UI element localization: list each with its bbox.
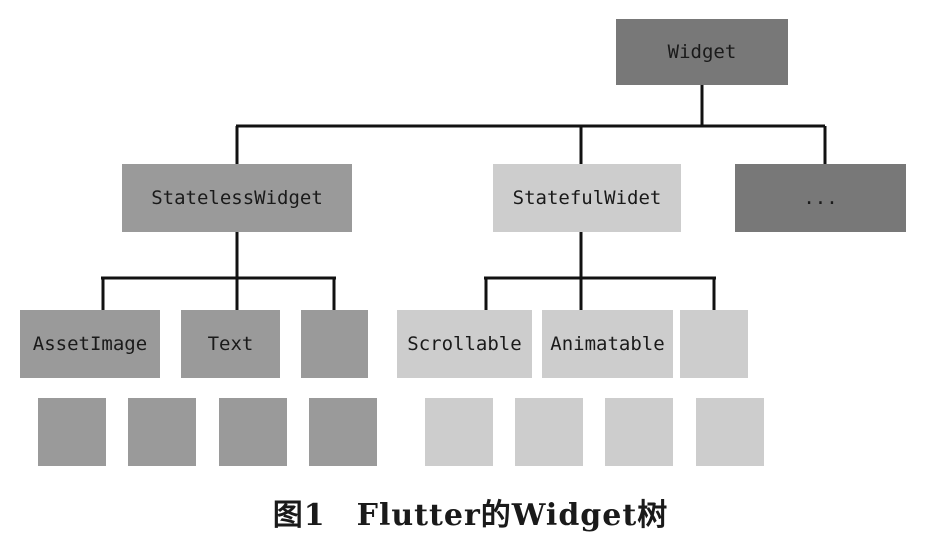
node-widget: Widget (616, 19, 788, 85)
node-stateful-widget-label: StatefulWidet (512, 187, 662, 209)
node-animatable: Animatable (542, 310, 673, 378)
leaf-box (515, 398, 583, 466)
node-stateful-widget: StatefulWidet (493, 164, 681, 232)
leaf-box (309, 398, 377, 466)
node-stateless-blank (301, 310, 368, 378)
node-text-label: Text (207, 333, 254, 355)
leaf-box (696, 398, 764, 466)
node-more: ... (735, 164, 906, 232)
leaf-box (38, 398, 106, 466)
node-stateful-blank (680, 310, 748, 378)
node-scrollable: Scrollable (397, 310, 532, 378)
node-more-label: ... (803, 187, 838, 209)
node-stateless-widget-label: StatelessWidget (151, 187, 323, 209)
node-text: Text (181, 310, 280, 378)
figure-caption: 图1 Flutter的Widget树 (272, 498, 669, 533)
node-asset-image-label: AssetImage (32, 333, 148, 355)
node-animatable-label: Animatable (550, 333, 665, 355)
leaf-box (128, 398, 196, 466)
leaf-box (425, 398, 493, 466)
leaf-box (219, 398, 287, 466)
leaf-box (605, 398, 673, 466)
node-scrollable-label: Scrollable (407, 333, 522, 355)
node-widget-label: Widget (667, 41, 737, 63)
node-asset-image: AssetImage (20, 310, 160, 378)
node-stateless-widget: StatelessWidget (122, 164, 352, 232)
